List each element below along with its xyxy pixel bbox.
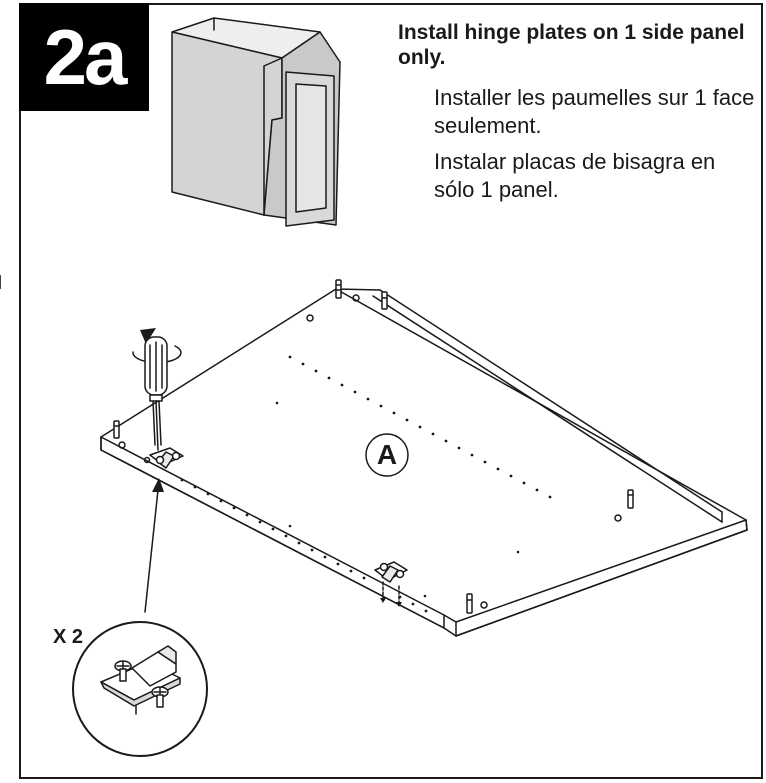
side-panel-a — [100, 288, 748, 637]
shelf-pin-holes — [180, 355, 552, 613]
instructions-block: Install hinge plates on 1 side panel onl… — [398, 20, 758, 204]
cam-holes — [118, 294, 622, 609]
step-number-badge: 2a — [19, 3, 149, 111]
step-number: 2a — [43, 12, 128, 101]
cabinet-thumbnail — [171, 17, 341, 227]
rotation-arrow-icon — [140, 328, 156, 344]
part-label-circle — [365, 433, 409, 477]
page-edge-mark — [0, 275, 7, 289]
instruction-french: Installer les paumelles sur 1 face seule… — [434, 85, 755, 138]
part-label-a: A — [376, 439, 398, 470]
hinge-plate-installed — [149, 447, 184, 469]
screwdriver-icon — [132, 328, 182, 451]
instruction-english: Install hinge plates on 1 side panel onl… — [398, 21, 745, 69]
instruction-spanish: Instalar placas de bisagra en sólo 1 pan… — [434, 149, 716, 202]
hinge-plate-detail — [72, 621, 208, 757]
detail-leader-arrow — [144, 478, 164, 613]
dowels — [113, 279, 634, 614]
quantity-label: X 2 — [53, 626, 84, 648]
hinge-plate-dropping — [374, 561, 408, 607]
